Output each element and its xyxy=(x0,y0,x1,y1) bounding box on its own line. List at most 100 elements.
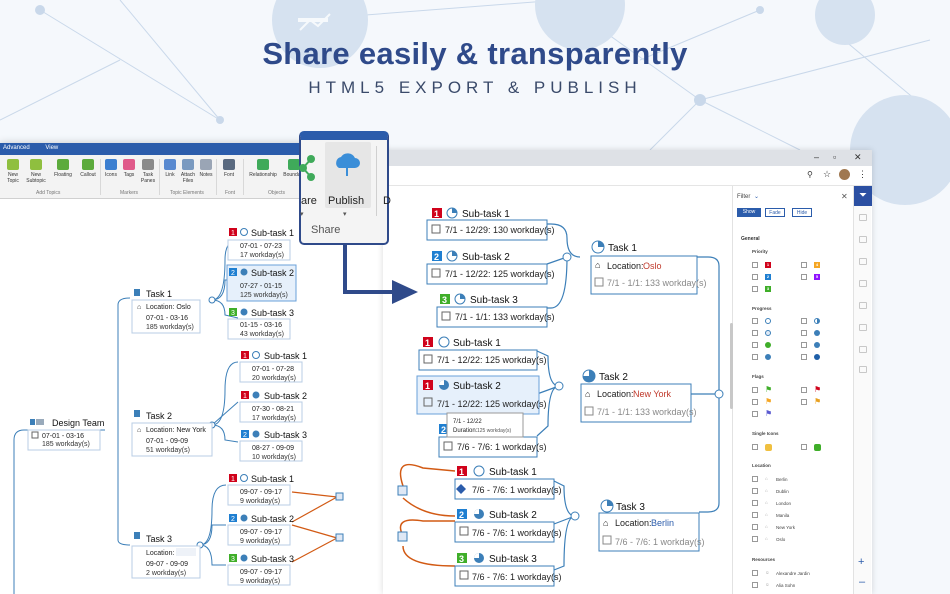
notes-button[interactable]: Notes xyxy=(195,159,217,178)
bookmark-star-icon[interactable]: ☆ xyxy=(823,169,832,179)
tag-icon[interactable] xyxy=(859,280,867,287)
left-subtask[interactable]: 2 Sub-task 2 07-27 - 01-15 125 workday(s… xyxy=(226,264,297,302)
relationship-node-icon[interactable] xyxy=(335,492,344,501)
callout-button[interactable]: Callout xyxy=(77,159,99,178)
tags-button[interactable]: Tags xyxy=(118,159,140,178)
scrollbar[interactable] xyxy=(730,323,733,409)
close-window-button[interactable]: ✕ xyxy=(854,152,862,162)
new-subtopic-button[interactable]: New Subtopic xyxy=(25,159,47,184)
menu-icon[interactable]: ⋮ xyxy=(858,169,867,179)
resource-checkbox[interactable] xyxy=(752,582,758,588)
relationship-node-icon[interactable] xyxy=(397,531,408,542)
progress-checkbox[interactable] xyxy=(801,318,807,324)
tab-advanced[interactable]: Advanced xyxy=(3,145,30,151)
zoom-out-icon[interactable]: – xyxy=(859,576,866,588)
new-topic-button[interactable]: New Topic xyxy=(2,159,24,184)
priority-4-checkbox[interactable] xyxy=(801,262,807,268)
close-icon[interactable]: ✕ xyxy=(841,192,848,201)
priority-1-checkbox[interactable] xyxy=(752,262,758,268)
d-button-label[interactable]: D xyxy=(383,195,391,207)
flag-checkbox[interactable] xyxy=(801,387,807,393)
progress-checkbox[interactable] xyxy=(801,354,807,360)
chevron-down-icon[interactable]: ▾ xyxy=(343,211,347,218)
location-dublin-checkbox[interactable] xyxy=(752,488,758,494)
location-oslo-checkbox[interactable] xyxy=(752,536,758,542)
left-subtask[interactable]: 1 Sub-task 1 09-07 - 09-17 9 workday(s) xyxy=(227,474,294,506)
right-subtask[interactable]: 1 Sub-task 1 7/6 - 7/6: 1 workday(s) xyxy=(454,465,562,500)
left-subtask[interactable]: 1 Sub-task 1 07-01 - 07-23 17 workday(s) xyxy=(227,228,294,261)
search-icon[interactable]: ⚲ xyxy=(807,170,813,179)
left-subtask[interactable]: 2 Sub-task 3 08-27 - 09-09 10 workday(s) xyxy=(239,430,307,462)
clock-icon[interactable] xyxy=(859,302,867,309)
right-task-2[interactable]: Task 2 ⌂ Location: New York 7/1 - 1/1: 1… xyxy=(580,369,697,423)
hide-mode-button[interactable]: Hide xyxy=(792,208,812,217)
notes-icon[interactable] xyxy=(859,324,867,331)
tab-view[interactable]: View xyxy=(45,145,59,151)
root-topic-design-team[interactable]: Design Team 07-01 - 03-16 185 workday(s) xyxy=(27,418,104,451)
link-button[interactable]: Link xyxy=(159,159,181,178)
progress-checkbox[interactable] xyxy=(752,330,758,336)
priority-2-checkbox[interactable] xyxy=(752,274,758,280)
right-subtask[interactable]: 2 7/6 - 7/6: 1 workday(s) xyxy=(438,424,547,458)
single-icon-checkbox[interactable] xyxy=(752,444,758,450)
left-task-1[interactable]: Task 1 ⌂ Location: Oslo 07-01 - 03-16 18… xyxy=(131,289,201,334)
left-subtask[interactable]: 2 Sub-task 2 09-07 - 09-17 9 workday(s) xyxy=(227,514,294,546)
left-subtask[interactable]: 3 Sub-task 3 01-15 - 03-16 43 workday(s) xyxy=(227,308,294,340)
left-task-2[interactable]: Task 2 ⌂ Location: New York 07-01 - 09-0… xyxy=(131,410,213,457)
relationship-node-icon[interactable] xyxy=(397,485,408,496)
right-subtask[interactable]: 3 Sub-task 3 7/6 - 7/6: 1 workday(s) xyxy=(454,553,562,587)
left-subtask[interactable]: 3 Sub-task 3 09-07 - 09-17 9 workday(s) xyxy=(227,554,294,586)
show-mode-button[interactable]: Show xyxy=(737,208,761,217)
left-subtask[interactable]: 1 Sub-task 2 07-30 - 08-21 17 workday(s) xyxy=(239,391,307,423)
location-berlin-checkbox[interactable] xyxy=(752,476,758,482)
left-subtask[interactable]: 1 Sub-task 1 07-01 - 07-28 20 workday(s) xyxy=(239,351,307,383)
right-subtask[interactable]: 1 Sub-task 1 7/1 - 12/22: 125 workday(s) xyxy=(418,336,547,371)
floating-button[interactable]: Floating xyxy=(52,159,74,178)
filter-tab-icon[interactable]: ⏷ xyxy=(854,186,872,206)
left-task-3[interactable]: Task 3 Location: 09-07 - 09-09 2 workday… xyxy=(131,532,201,579)
single-icon-checkbox[interactable] xyxy=(801,444,807,450)
right-task-3[interactable]: Task 3 ⌂ Location: Berlin 7/6 - 7/6: 1 w… xyxy=(598,499,705,552)
progress-checkbox[interactable] xyxy=(801,342,807,348)
share-button-label[interactable]: are xyxy=(301,195,317,207)
relationship-button[interactable]: Relationship xyxy=(246,159,280,178)
right-subtask[interactable]: 3 Sub-task 3 7/1 - 1/1: 133 workday(s) xyxy=(436,293,555,328)
location-london-checkbox[interactable] xyxy=(752,500,758,506)
priority-5-checkbox[interactable] xyxy=(801,274,807,280)
link-icon[interactable] xyxy=(859,346,867,353)
attach-files-button[interactable]: Attach Files xyxy=(177,159,199,184)
maximize-button[interactable]: ▫ xyxy=(833,152,837,162)
flag-checkbox[interactable] xyxy=(752,399,758,405)
resource-checkbox[interactable] xyxy=(752,570,758,576)
minimize-button[interactable]: – xyxy=(814,152,820,162)
relationship-node-icon[interactable] xyxy=(335,533,344,542)
location-manila-checkbox[interactable] xyxy=(752,512,758,518)
check-icon[interactable] xyxy=(859,214,867,221)
section-general[interactable]: General xyxy=(741,236,760,242)
location-new-york-checkbox[interactable] xyxy=(752,524,758,530)
right-subtask[interactable]: 2 Sub-task 2 7/6 - 7/6: 1 workday(s) xyxy=(454,509,562,543)
priority-3-checkbox[interactable] xyxy=(752,286,758,292)
icons-button[interactable]: Icons xyxy=(100,159,122,178)
chevron-down-icon[interactable]: ⌄ xyxy=(754,194,760,200)
boundary-button[interactable]: Boundary xyxy=(283,159,305,178)
right-subtask[interactable]: 1 Sub-task 1 7/1 - 12/29: 130 workday(s) xyxy=(426,207,555,241)
progress-checkbox[interactable] xyxy=(752,342,758,348)
right-task-1[interactable]: Task 1 ⌂ Location: Oslo 7/1 - 1/1: 133 w… xyxy=(590,240,707,295)
flag-checkbox[interactable] xyxy=(752,411,758,417)
flag-checkbox[interactable] xyxy=(801,399,807,405)
progress-checkbox[interactable] xyxy=(752,354,758,360)
list-icon[interactable] xyxy=(859,366,867,373)
task-panes-button[interactable]: Task Panes xyxy=(137,159,159,184)
fade-mode-button[interactable]: Fade xyxy=(765,208,785,217)
flag-icon[interactable] xyxy=(859,236,867,243)
flag-checkbox[interactable] xyxy=(752,387,758,393)
progress-checkbox[interactable] xyxy=(801,330,807,336)
font-button[interactable]: Font xyxy=(218,159,240,178)
right-subtask[interactable]: 1 Sub-task 2 7/1 - 12/22: 125 workday(s) xyxy=(416,375,547,415)
people-icon[interactable] xyxy=(859,258,867,265)
progress-checkbox[interactable] xyxy=(752,318,758,324)
zoom-in-icon[interactable]: + xyxy=(858,556,865,568)
avatar[interactable] xyxy=(839,169,850,180)
right-subtask[interactable]: 2 Sub-task 2 7/1 - 12/22: 125 workday(s) xyxy=(426,250,555,285)
